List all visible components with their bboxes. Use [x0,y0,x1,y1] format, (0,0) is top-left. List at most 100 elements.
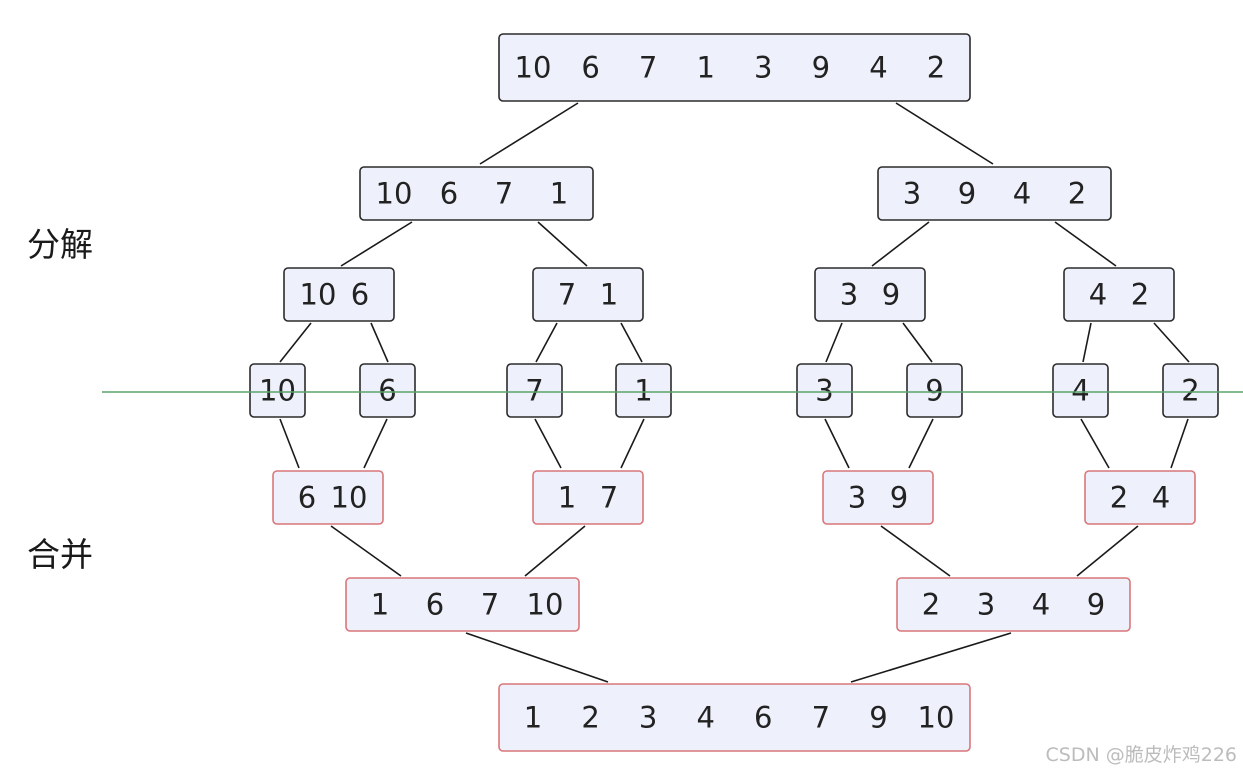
merge-box-frame [498,683,971,752]
array-value: 4 [1032,588,1050,622]
merge-box-frame [272,470,384,525]
array-value: 3 [815,374,833,408]
connector-line [908,418,934,469]
array-value: 9 [890,481,908,515]
merge-box-frame [345,577,580,632]
connector-line [340,221,413,267]
split-box-frame [506,363,563,418]
connector-line [1082,322,1092,363]
connector-line [330,525,402,577]
connector-line [850,632,1012,683]
array-value: 10 [300,278,337,312]
split-box: 2 [1162,363,1219,418]
merge-stage-label: 合并 [27,535,93,574]
connector-line [465,632,609,683]
array-value: 10 [527,588,564,622]
array-value: 6 [426,588,444,622]
array-value: 6 [351,278,369,312]
split-box: 10 6 [283,267,395,322]
watermark: CSDN @脆皮炸鸡226 [1045,744,1237,766]
array-value: 1 [600,278,618,312]
connector-line [524,525,586,577]
array-value: 7 [558,278,576,312]
array-value: 7 [639,51,657,85]
split-box: 1 [615,363,672,418]
array-value: 1 [558,481,576,515]
split-box-frame [796,363,853,418]
connector-line [871,221,930,267]
connector-line [620,418,645,469]
split-box-frame [532,267,644,322]
split-box-frame [498,33,971,102]
array-value: 1 [634,374,652,408]
array-value: 9 [882,278,900,312]
array-value: 10 [259,374,296,408]
split-box-frame [906,363,963,418]
array-value: 9 [869,701,887,735]
split-stage-label: 分解 [27,225,93,264]
split-box: 10 6 7 1 [359,166,594,221]
split-box-frame [283,267,395,322]
merge-box-frame [896,577,1131,632]
array-value: 3 [754,51,772,85]
array-value: 7 [525,374,543,408]
split-box-frame [1052,363,1109,418]
split-box: 10 [249,363,306,418]
array-value: 4 [869,51,887,85]
array-value: 4 [1071,374,1089,408]
array-value: 10 [515,51,552,85]
split-box-frame [249,363,306,418]
array-value: 7 [495,177,513,211]
array-value: 6 [754,701,772,735]
connector-line [1080,418,1110,469]
array-value: 6 [440,177,458,211]
array-value: 3 [840,278,858,312]
array-value: 3 [848,481,866,515]
array-value: 10 [376,177,413,211]
connector-line [279,418,300,469]
split-box: 3 [796,363,853,418]
array-value: 3 [903,177,921,211]
array-value: 3 [639,701,657,735]
array-value: 2 [1131,278,1149,312]
connector-line [895,102,994,165]
array-value: 1 [550,177,568,211]
split-box-frame [877,166,1112,221]
array-value: 9 [958,177,976,211]
array-value: 7 [812,701,830,735]
connector-line [620,322,643,363]
split-box: 4 [1052,363,1109,418]
array-value: 2 [922,588,940,622]
array-value: 1 [371,588,389,622]
array-value: 7 [481,588,499,622]
split-box: 7 [506,363,563,418]
array-value: 1 [696,51,714,85]
array-value: 9 [812,51,830,85]
array-value: 10 [918,701,955,735]
split-box-frame [359,166,594,221]
array-value: 7 [600,481,618,515]
array-value: 4 [1013,177,1031,211]
connector-line [535,322,558,363]
merge-box-frame [822,470,934,525]
split-box-frame [359,363,416,418]
array-value: 4 [1152,481,1170,515]
connector-line [1054,221,1117,267]
connector-line [279,322,312,363]
connector-line [1153,322,1190,363]
connector-line [902,322,933,363]
merge-box-frame [1084,470,1196,525]
split-box-frame [814,267,926,322]
array-value: 2 [1181,374,1199,408]
array-value: 6 [298,481,316,515]
